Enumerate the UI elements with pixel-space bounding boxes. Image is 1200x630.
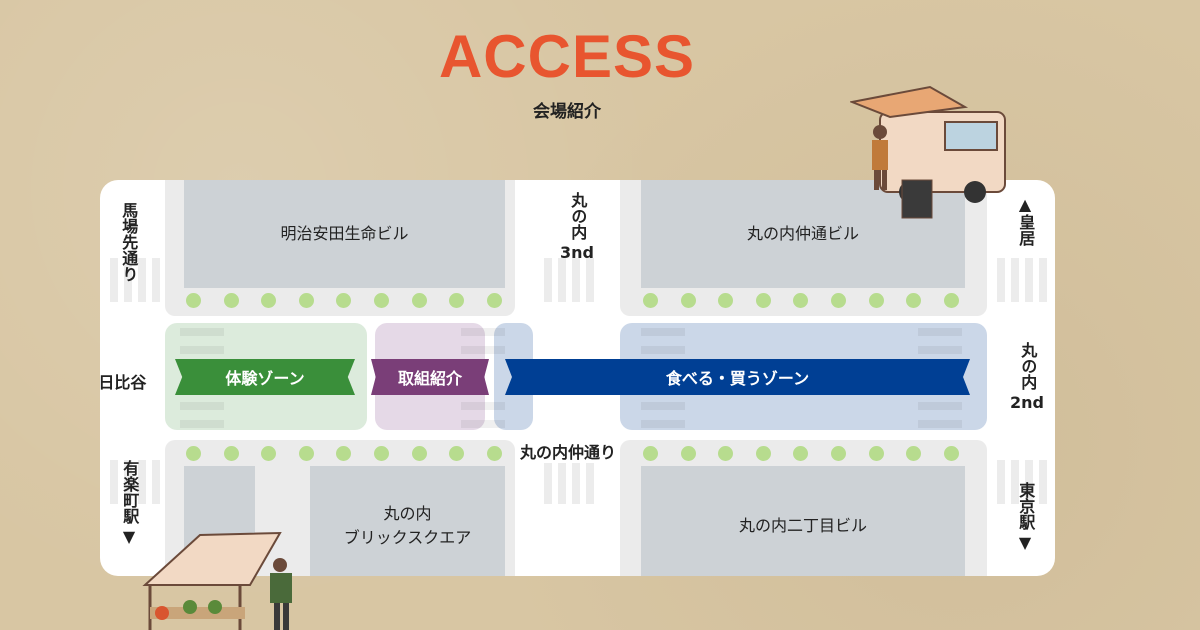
market-stall-illustration: [142, 531, 292, 630]
tree-dot: [336, 293, 352, 308]
street-label-kokyo: ▲皇居: [1016, 195, 1036, 247]
tree-dot: [486, 446, 502, 461]
tree-dot: [374, 293, 389, 308]
food-truck-illustration: [850, 85, 1006, 219]
tree-dot: [374, 446, 389, 461]
tree-dot: [449, 293, 465, 308]
tree-dot: [298, 293, 314, 308]
building-meiji-yasuda[interactable]: 明治安田生命ビル: [184, 180, 505, 288]
tree-dot: [868, 446, 884, 461]
tree-dot: [186, 293, 201, 308]
venue-map: 明治安田生命ビル 丸の内仲通ビル 丸の内ブリックスクエア 丸の内二丁目ビル 体験…: [100, 180, 1055, 576]
arrow-down-icon: ▼: [122, 527, 136, 547]
tree-dot: [680, 446, 696, 461]
street-label-babasaki: 馬場先通り: [119, 202, 139, 282]
tree-dot: [223, 446, 239, 461]
building-label: 明治安田生命ビル: [280, 224, 409, 243]
tree-dot: [718, 446, 734, 461]
building-label: ブリックスクエア: [343, 528, 472, 547]
tree-dot: [261, 293, 277, 308]
tree-dot: [261, 446, 277, 461]
street-label-hibiya: ◀日比谷: [100, 373, 147, 392]
tree-dot: [449, 446, 465, 461]
building-label: 丸の内: [383, 504, 432, 523]
arrow-down-icon: ▼: [1018, 533, 1032, 553]
building-marunouchi-nichome[interactable]: 丸の内二丁目ビル: [641, 466, 965, 576]
tree-dot: [718, 293, 734, 308]
tree-dot: [411, 446, 427, 461]
tree-dot: [755, 446, 771, 461]
zone-label: 取組紹介: [397, 369, 462, 388]
tree-dot: [643, 446, 658, 461]
building-brick-square[interactable]: 丸の内ブリックスクエア: [310, 466, 505, 576]
zone-experience-banner[interactable]: 体験ゾーン: [175, 359, 355, 395]
tree-dot: [793, 446, 809, 461]
zone-label: 食べる・買うゾーン: [665, 369, 810, 388]
building-label: 丸の内二丁目ビル: [738, 516, 867, 535]
zone-food-banner[interactable]: 食べる・買うゾーン: [505, 359, 970, 395]
tree-dot: [943, 293, 959, 308]
street-label-tokyo-station: 東京駅▼: [1016, 482, 1036, 553]
tree-dot: [680, 293, 696, 308]
street-label-nakadori: 丸の内仲通り: [518, 439, 619, 463]
tree-dot: [223, 293, 239, 308]
zone-label: 体験ゾーン: [225, 369, 305, 388]
building-label: 丸の内仲通ビル: [746, 224, 859, 243]
tree-dot: [336, 446, 352, 461]
page-title: ACCESS: [438, 23, 696, 90]
tree-dot: [793, 293, 809, 308]
arrow-up-icon: ▲: [1018, 195, 1032, 214]
page-subtitle: 会場紹介: [533, 102, 601, 122]
tree-dot: [943, 446, 959, 461]
tree-dot: [411, 293, 427, 308]
tree-dot: [755, 293, 771, 308]
tree-dot: [643, 293, 658, 308]
tree-dot: [906, 446, 922, 461]
tree-dot: [906, 293, 922, 308]
tree-dot: [831, 446, 846, 461]
tree-dot: [868, 293, 884, 308]
tree-dot: [186, 446, 201, 461]
tree-dot: [486, 293, 502, 308]
zone-initiatives-banner[interactable]: 取組紹介: [371, 359, 489, 395]
tree-dot: [298, 446, 314, 461]
street-label-yurakucho: 有楽町駅▼: [120, 460, 140, 547]
tree-dot: [831, 293, 846, 308]
